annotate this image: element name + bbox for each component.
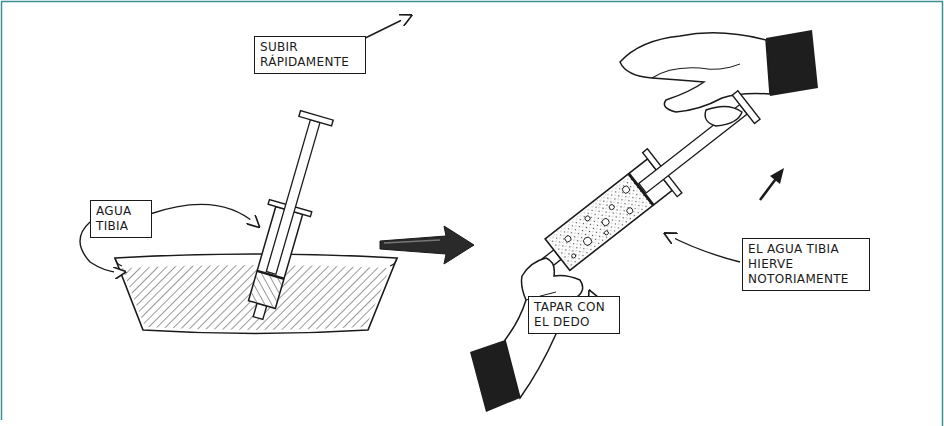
syringe-in-hand — [528, 83, 767, 287]
finger — [705, 106, 742, 126]
callout-text: EL AGUA TIBIA HIERVE NOTORIAMENTE — [748, 242, 864, 287]
callout-box: AGUA TIBIA — [90, 200, 152, 238]
callout-box: TAPAR CON EL DEDO — [528, 296, 620, 334]
motion-arrow — [760, 168, 784, 200]
callout-text: TAPAR CON EL DEDO — [534, 300, 614, 330]
callout-text: AGUA TIBIA — [96, 204, 146, 234]
top-hand — [620, 30, 818, 112]
process-arrow — [380, 226, 474, 264]
syringe — [237, 109, 338, 324]
bottom-hand — [470, 258, 583, 412]
basin — [115, 254, 397, 334]
leader-arrows — [80, 16, 740, 318]
callout-box: EL AGUA TIBIA HIERVE NOTORIAMENTE — [742, 238, 870, 291]
callout-box: SUBIR RÁPIDAMENTE — [254, 36, 366, 74]
callout-text: SUBIR RÁPIDAMENTE — [260, 40, 360, 70]
